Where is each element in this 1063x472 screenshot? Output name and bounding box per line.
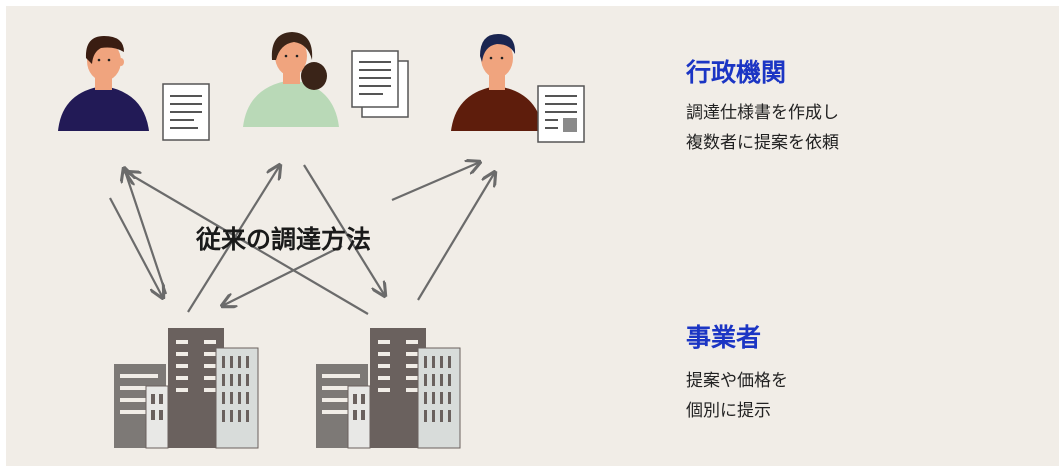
arrow-building2b-to-person3 xyxy=(417,172,495,301)
arrow-building1-to-person2 xyxy=(187,165,280,313)
business-description-line: 個別に提示 xyxy=(686,401,771,421)
arrow-building2-to-person1 xyxy=(126,172,369,315)
document-icon xyxy=(162,83,210,141)
government-description-line: 複数者に提案を依頼 xyxy=(686,133,839,153)
arrow-person2-to-building2 xyxy=(303,164,385,296)
arrow-building2-to-person3 xyxy=(391,162,480,202)
arrow-building1-to-person1 xyxy=(124,168,168,295)
business-description-line: 提案や価格を xyxy=(686,371,788,391)
business-buildings-icon xyxy=(316,328,461,449)
diagram-canvas: 従来の調達方法 行政機関 調達仕様書を作成し 複数者に提案を依頼 事業者 提案や… xyxy=(6,6,1059,466)
arrow-person3-to-building1 xyxy=(222,245,343,306)
business-buildings-icon xyxy=(114,328,259,449)
form-document-icon xyxy=(537,85,585,143)
diagram-center-label: 従来の調達方法 xyxy=(196,225,372,254)
arrow-person1-to-building1 xyxy=(109,197,163,298)
government-description-line: 調達仕様書を作成し xyxy=(686,103,839,123)
government-official-icon xyxy=(451,34,543,131)
business-description: 提案や価格を 個別に提示 xyxy=(686,366,788,426)
government-description: 調達仕様書を作成し 複数者に提案を依頼 xyxy=(686,98,839,158)
business-title: 事業者 xyxy=(686,323,762,352)
diagram-illustration xyxy=(58,32,585,449)
government-title: 行政機関 xyxy=(686,58,787,87)
government-official-icon xyxy=(58,36,149,131)
government-official-icon xyxy=(243,32,339,127)
documents-stack-icon xyxy=(351,50,409,118)
